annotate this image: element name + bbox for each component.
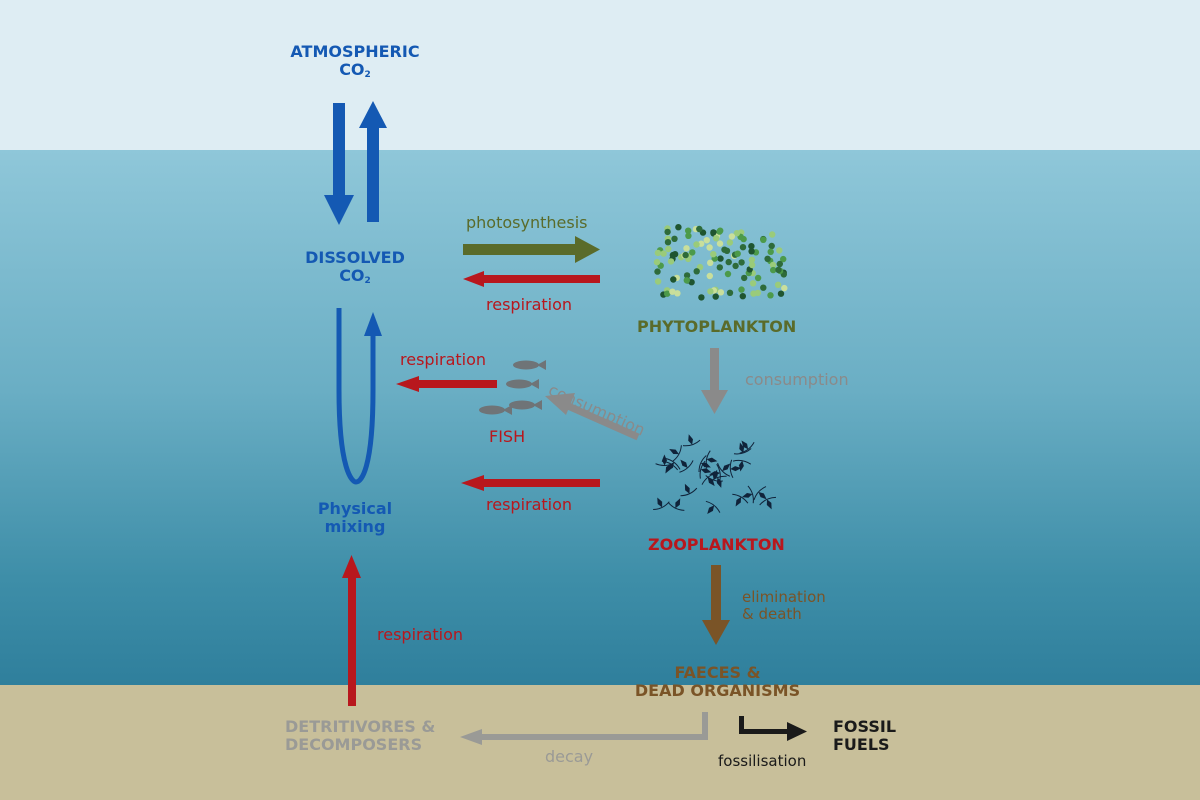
phytoplankton-label: PHYTOPLANKTON [637,317,797,336]
atmospheric-sub: 2 [364,70,371,81]
respiration-zoo-label: respiration [486,495,573,514]
fish-label: FISH [489,427,526,446]
dissolved-text: DISSOLVED [305,248,405,267]
fossil-line1: FOSSIL [833,717,897,736]
consumption-phyto-label: consumption [745,370,849,389]
phytoplankton-dots [653,224,788,301]
respiration-fish-label: respiration [400,350,487,369]
respiration-detritus-label: respiration [377,625,464,644]
respiration-fish-arrow [396,376,497,392]
fish-icon [479,360,546,415]
sky-band [0,0,1200,150]
photosynthesis-arrow [463,236,600,263]
physical-mixing-loop [336,308,382,485]
dissolved-sub: 2 [364,276,371,287]
respiration-phyto-arrow [463,271,600,287]
decay-label: decay [545,747,594,766]
detritivores-label: DETRITIVORES & DECOMPOSERS [285,717,436,755]
atmosphere-up-arrow [359,101,387,222]
zooplankton-label: ZOOPLANKTON [648,535,785,554]
atmospheric-co2-label: ATMOSPHERIC CO2 [280,42,430,81]
elimination-line2: & death [742,605,802,624]
seabed-band [0,685,1200,800]
elimination-arrow [702,565,730,645]
respiration-phyto-label: respiration [486,295,573,314]
decay-arrow [460,712,708,745]
zooplankton-icon [653,434,777,514]
photosynthesis-label: photosynthesis [466,213,588,232]
respiration-zoo-arrow [461,475,600,491]
atmospheric-text: ATMOSPHERIC [290,42,420,61]
consumption-phyto-arrow [701,348,728,414]
dissolved-co2-label: DISSOLVED CO2 [280,248,430,287]
physical-mixing-line2: mixing [324,517,386,537]
faeces-line1: FAECES & [674,663,761,682]
consumption-fish-arrow [545,393,640,441]
physical-mixing-label: Physical mixing [290,499,420,537]
detritivores-line1: DETRITIVORES & [285,717,436,736]
detritivores-line2: DECOMPOSERS [285,735,423,755]
physical-mixing-line1: Physical [317,499,393,518]
fossil-fuels-label: FOSSIL FUELS [833,717,897,755]
fossil-line2: FUELS [833,735,890,755]
elimination-line1: elimination [742,588,826,606]
elimination-label: elimination & death [742,588,826,624]
faeces-label: FAECES & DEAD ORGANISMS [620,663,815,701]
faeces-line2: DEAD ORGANISMS [634,681,801,701]
atmospheric-co: CO [339,60,365,80]
fossilisation-arrow [739,716,807,741]
fossilisation-label: fossilisation [718,752,807,770]
atmosphere-down-arrow [324,103,354,225]
dissolved-co: CO [339,266,365,286]
respiration-detritus-arrow [342,555,361,706]
